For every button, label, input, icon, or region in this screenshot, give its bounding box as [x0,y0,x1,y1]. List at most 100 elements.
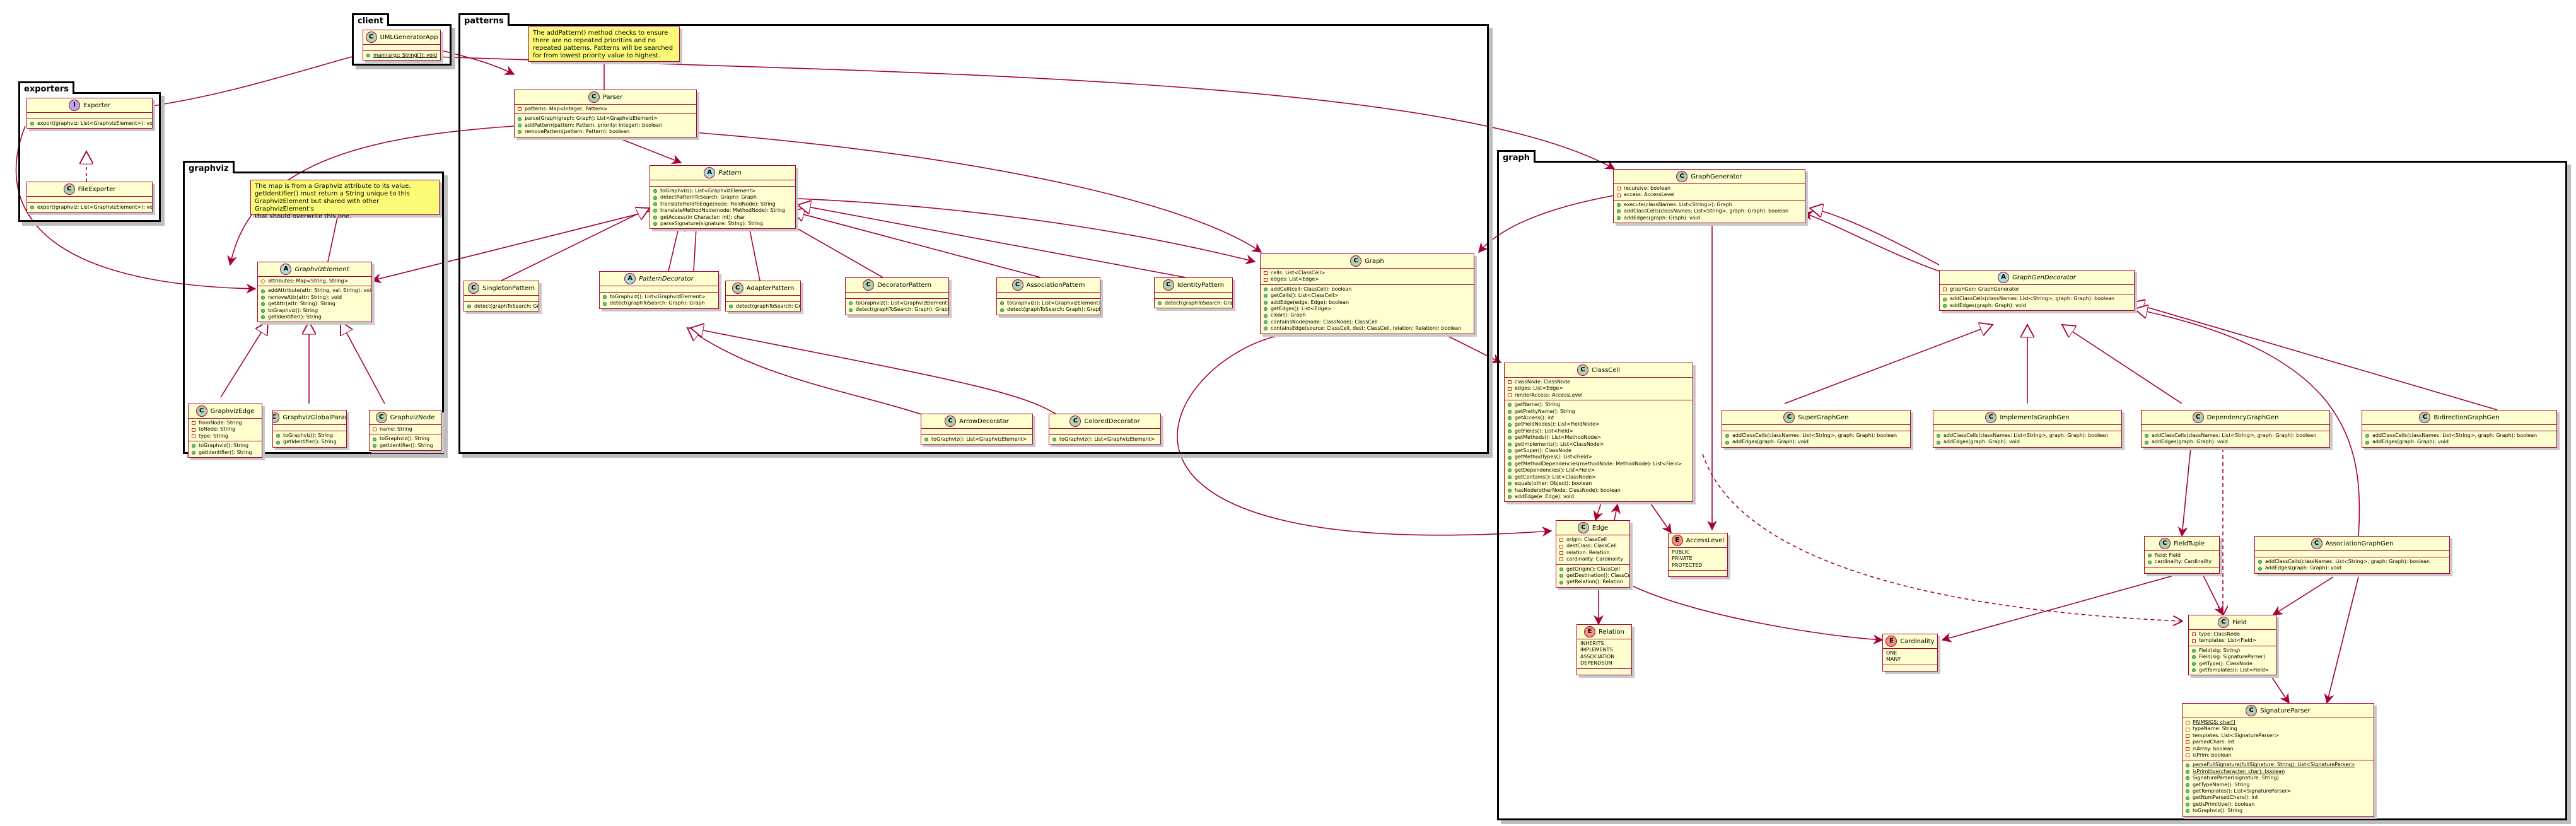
method-text: getRelation(): Relation [1566,579,1623,585]
class-icon: C [1011,279,1023,291]
method-row: getAccess(): int [1508,415,1689,421]
method-row: getName(): String [1508,402,1689,408]
method-row: toGraphviz(): List<GraphvizElement> [603,294,715,300]
class-name: Graph [1365,257,1384,265]
class-methods: execute(classNames: List<String>): Graph… [1614,201,1805,223]
field-row: access: AccessLevel [1617,192,1802,198]
public-icon [603,295,607,300]
method-text: addEdges(graph: Graph): void [2152,439,2228,445]
method-text: getAttr(attr: String): String [268,301,335,307]
class-icon: C [1069,416,1081,427]
field-row: templates: List<Field> [2192,637,2273,644]
field-text: origin: ClassCell [1566,537,1607,542]
method-row: parse(Graph(graph: Graph): List<Graphviz… [518,115,693,122]
class-name: AssociationPattern [1026,281,1085,289]
method-text: detect(graphToSearch: Graph): Graph [1007,306,1100,313]
public-icon [2258,566,2262,571]
field-text: graphGen: GraphGenerator [1950,286,2020,292]
class-fields [1155,293,1232,299]
method-row: execute(classNames: List<String>): Graph [1617,202,1802,208]
private-icon [192,421,195,426]
private-icon [373,428,376,432]
method-row: getIdentifier(): String [373,443,438,449]
method-text: parseFullSignature(fullSignature: String… [2193,762,2355,768]
method-text: toGraphviz(): String [2193,808,2243,814]
public-icon [2192,655,2196,660]
method-row: detectPatternToSearch: Graph): Graph [653,194,792,201]
field-row: cells: List<ClassCell> [1264,270,1471,276]
private-icon [2186,753,2189,758]
method-text: parse(Graph(graph: Graph): List<Graphviz… [525,115,658,122]
class-methods: detect(graphToSearch: Graph): Graph [464,302,539,311]
method-text: equals(other: Object): boolean [1515,480,1592,487]
method-row: containsEdge(source: ClassCell, dest: Cl… [1264,325,1471,332]
field-text: parsedChars: int [2193,739,2235,745]
method-row: getIsPrimitive(): boolean [2186,801,2370,808]
field-text: attributes: Map<String, String> [268,278,349,284]
class-icon: C [467,282,479,294]
class-methods: addClassCells(classNames: List<String>, … [1940,294,2134,310]
method-text: clear(): Graph [1271,312,1306,318]
method-row: getNumParsedChars(): int [2186,794,2370,801]
field-row: PROTECTED [1672,562,1724,569]
private-icon [518,107,522,112]
method-text: getTemplates(): List<SignatureParser> [2193,788,2292,794]
class-icon: C [2419,412,2431,423]
method-text: getDependencies(): List<Field> [1515,467,1595,474]
private-icon [1264,277,1268,282]
method-row: getMethods(): List<MethodNode> [1508,434,1689,441]
public-icon [1508,442,1512,446]
private-icon [1264,271,1268,276]
field-text: type: ClassNode [2199,631,2241,637]
edge-colordec-patterndec [691,328,1060,417]
class-fields [726,296,800,302]
class-icon: C [2246,705,2258,716]
private-icon [2192,639,2196,643]
public-icon [1508,429,1512,434]
edge-ggdec-gg2 [1802,211,1940,272]
edge-classcell-edge [1593,501,1604,521]
method-text: getNumParsedChars(): int [2193,794,2258,801]
method-row: toGraphviz(): List<GraphvizElement> [924,436,1029,443]
public-icon [373,444,376,448]
method-text: addEdges(graph: Graph): void [1950,302,2026,308]
class-methods [1883,665,1937,671]
private-icon [2186,721,2189,725]
public-icon [849,308,853,312]
edge-arrowdec-patterndec [687,328,928,417]
field-row: parsedChars: int [2186,739,2370,745]
private-icon [1943,288,1947,292]
field-text: edges: List<Edge> [1515,385,1563,392]
public-icon [261,308,265,313]
method-row: addEdge(e: Edge): void [1508,494,1689,500]
abstract-class-icon: A [1998,272,2010,283]
method-row: getTypeName(): String [2186,782,2370,788]
class-icon: C [1577,522,1589,533]
edge-app-parser [436,49,515,75]
class-name: ClassCell [1592,366,1620,374]
public-icon [2186,763,2189,767]
field-row: origin: ClassCell [1559,537,1626,543]
field-text: type: String [199,433,228,439]
method-row: containsNode(node: ClassNode): ClassCell [1264,319,1471,325]
field-row: PUBLIC [1672,549,1724,556]
method-row: toGraphviz(): String [261,308,368,314]
method-row: addClassCells(classNames: List<String>, … [1725,433,1907,439]
class-name: PatternDecorator [639,275,694,282]
class-fields: cells: List<ClassCell>edges: List<Edge> [1261,269,1474,285]
method-row: getMethodDependencies(methodNode: Method… [1508,461,1689,467]
